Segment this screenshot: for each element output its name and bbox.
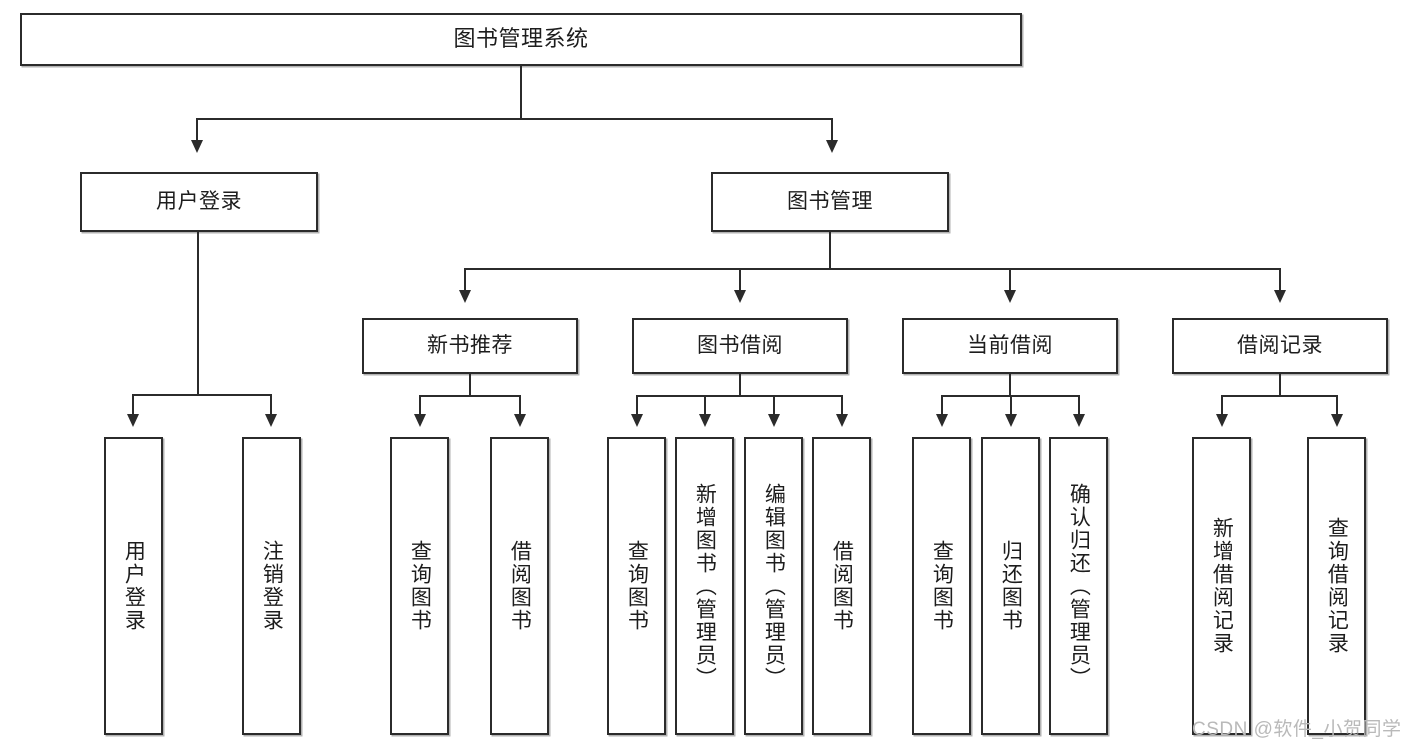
arrow-to-current-borrow <box>1004 290 1016 303</box>
connector-user-login-bus <box>132 394 271 396</box>
leaf-label: 新增借阅记录 <box>1210 517 1234 655</box>
leaf-label: 查询借阅记录 <box>1325 517 1349 655</box>
node-book-management-system[interactable]: 图书管理系统 <box>20 13 1022 66</box>
connector-to-book-manage <box>831 118 833 145</box>
node-label: 图书管理系统 <box>453 26 589 52</box>
connector-user-login-branch-2 <box>270 394 272 416</box>
leaf-query-record[interactable]: 查询借阅记录 <box>1307 437 1366 735</box>
leaf-label: 查询图书 <box>625 540 649 632</box>
node-current-borrow[interactable]: 当前借阅 <box>902 318 1118 374</box>
leaf-label: 编辑图书（管理员） <box>762 482 786 690</box>
arrow-leaf-query-record <box>1331 414 1343 427</box>
arrow-leaf-query-book-1 <box>414 414 426 427</box>
connector-current-borrow-branch-3 <box>1078 395 1080 416</box>
connector-book-borrow-branch-3 <box>773 395 775 416</box>
arrow-leaf-user-login <box>127 414 139 427</box>
connector-current-borrow-branch-2 <box>1010 395 1012 416</box>
node-label: 新书推荐 <box>427 334 513 358</box>
connector-book-manage-stem <box>829 232 831 269</box>
connector-borrow-record-branch-1 <box>1221 395 1223 416</box>
connector-current-borrow-branch-1 <box>941 395 943 416</box>
node-borrow-record[interactable]: 借阅记录 <box>1172 318 1388 374</box>
connector-current-borrow-stem <box>1009 374 1011 396</box>
leaf-logout-login[interactable]: 注销登录 <box>242 437 301 735</box>
leaf-query-book-1[interactable]: 查询图书 <box>390 437 449 735</box>
arrow-to-borrow-record <box>1274 290 1286 303</box>
leaf-label: 查询图书 <box>408 540 432 632</box>
arrow-to-new-book-recommend <box>459 290 471 303</box>
connector-level2-bus <box>196 118 833 120</box>
node-book-manage[interactable]: 图书管理 <box>711 172 949 232</box>
arrow-leaf-return-book <box>1005 414 1017 427</box>
connector-borrow-record-branch-2 <box>1336 395 1338 416</box>
leaf-label: 借阅图书 <box>830 540 854 632</box>
node-user-login[interactable]: 用户登录 <box>80 172 318 232</box>
connector-book-borrow-branch-1 <box>636 395 638 416</box>
connector-new-book-bus <box>419 395 520 397</box>
leaf-label: 归还图书 <box>999 540 1023 632</box>
leaf-query-book-3[interactable]: 查询图书 <box>912 437 971 735</box>
arrow-leaf-confirm-return <box>1073 414 1085 427</box>
connector-book-borrow-bus <box>636 395 843 397</box>
leaf-label: 借阅图书 <box>508 540 532 632</box>
connector-root-stem <box>520 66 522 119</box>
node-label: 图书管理 <box>787 190 873 214</box>
leaf-label: 用户登录 <box>122 540 146 632</box>
connector-to-borrow-record <box>1279 268 1281 292</box>
arrow-to-book-borrow <box>734 290 746 303</box>
connector-book-borrow-branch-4 <box>841 395 843 416</box>
leaf-return-book[interactable]: 归还图书 <box>981 437 1040 735</box>
arrow-leaf-edit-book <box>768 414 780 427</box>
leaf-user-login[interactable]: 用户登录 <box>104 437 163 735</box>
connector-to-user-login <box>196 118 198 145</box>
node-label: 借阅记录 <box>1237 334 1323 358</box>
connector-level3-bus <box>464 268 1281 270</box>
leaf-borrow-book-1[interactable]: 借阅图书 <box>490 437 549 735</box>
connector-to-current-borrow <box>1009 268 1011 292</box>
arrow-to-book-manage <box>826 140 838 153</box>
connector-new-book-branch-2 <box>519 395 521 416</box>
node-label: 用户登录 <box>156 190 242 214</box>
connector-new-book-branch-1 <box>419 395 421 416</box>
node-new-book-recommend[interactable]: 新书推荐 <box>362 318 578 374</box>
arrow-leaf-logout-login <box>265 414 277 427</box>
leaf-add-record[interactable]: 新增借阅记录 <box>1192 437 1251 735</box>
connector-user-login-branch-1 <box>132 394 134 416</box>
connector-new-book-stem <box>469 374 471 396</box>
connector-user-login-stem <box>197 232 199 395</box>
leaf-label: 新增图书（管理员） <box>693 482 717 690</box>
arrow-leaf-borrow-book-1 <box>514 414 526 427</box>
arrow-leaf-query-book-3 <box>936 414 948 427</box>
node-label: 当前借阅 <box>967 334 1053 358</box>
arrow-leaf-add-record <box>1216 414 1228 427</box>
connector-book-borrow-branch-2 <box>704 395 706 416</box>
leaf-edit-book[interactable]: 编辑图书（管理员） <box>744 437 803 735</box>
arrow-leaf-add-book <box>699 414 711 427</box>
connector-borrow-record-stem <box>1279 374 1281 396</box>
leaf-label: 确认归还（管理员） <box>1067 482 1091 690</box>
arrow-leaf-query-book-2 <box>631 414 643 427</box>
leaf-borrow-book-2[interactable]: 借阅图书 <box>812 437 871 735</box>
leaf-confirm-return[interactable]: 确认归还（管理员） <box>1049 437 1108 735</box>
connector-book-borrow-stem <box>739 374 741 396</box>
connector-borrow-record-bus <box>1221 395 1338 397</box>
leaf-label: 注销登录 <box>260 540 284 632</box>
leaf-query-book-2[interactable]: 查询图书 <box>607 437 666 735</box>
leaf-label: 查询图书 <box>930 540 954 632</box>
arrow-to-user-login <box>191 140 203 153</box>
node-book-borrow[interactable]: 图书借阅 <box>632 318 848 374</box>
connector-to-book-borrow <box>739 268 741 292</box>
node-label: 图书借阅 <box>697 334 783 358</box>
arrow-leaf-borrow-book-2 <box>836 414 848 427</box>
leaf-add-book[interactable]: 新增图书（管理员） <box>675 437 734 735</box>
connector-to-new-book-recommend <box>464 268 466 292</box>
